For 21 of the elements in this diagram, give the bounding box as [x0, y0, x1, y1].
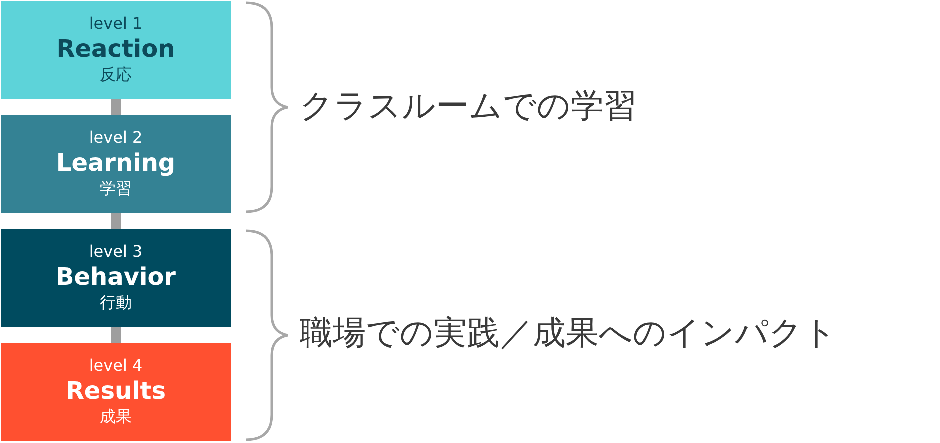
level-label: level 4: [89, 356, 143, 376]
level-name: Reaction: [56, 34, 176, 64]
level-box: [1, 229, 231, 327]
level-name-japanese: 反応: [100, 64, 132, 86]
connector-bar: [111, 99, 121, 115]
level-box: [1, 1, 231, 99]
group-label: クラスルームでの学習: [300, 85, 637, 127]
level-name: Learning: [56, 148, 176, 178]
connector-bar: [111, 213, 121, 229]
level-label: level 3: [89, 242, 143, 262]
level-name-japanese: 成果: [100, 406, 132, 428]
level-box: [1, 343, 231, 441]
level-name-japanese: 学習: [100, 178, 132, 200]
level-box: [1, 115, 231, 213]
connector-bar: [111, 327, 121, 343]
group-label: 職場での実践／成果へのインパクト: [300, 312, 837, 354]
level-name: Results: [66, 376, 166, 406]
level-label: level 2: [89, 128, 143, 148]
level-name: Behavior: [56, 262, 176, 292]
level-name-japanese: 行動: [100, 292, 132, 314]
level-label: level 1: [89, 14, 143, 34]
